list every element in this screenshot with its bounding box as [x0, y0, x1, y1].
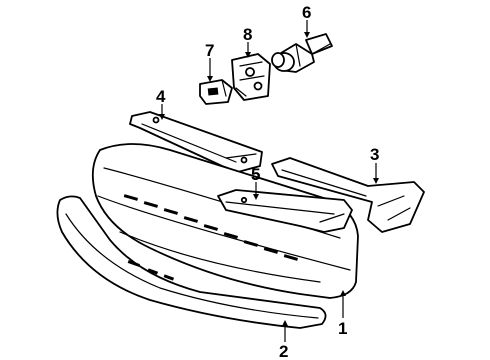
- part-3-end-guard: [271, 157, 425, 233]
- part-6-stud: [271, 33, 333, 73]
- callout-8: 8: [243, 25, 252, 44]
- part-1-bumper-cover: [91, 143, 359, 299]
- callout-5: 5: [251, 165, 260, 184]
- leader-lines: [159, 20, 379, 342]
- callout-6: 6: [302, 3, 311, 22]
- callout-4: 4: [156, 87, 166, 106]
- callout-7: 7: [205, 41, 214, 60]
- callout-3: 3: [370, 145, 379, 164]
- grille-slots: [123, 194, 299, 261]
- part-2-lower-valance: [56, 195, 327, 329]
- callout-2: 2: [279, 342, 288, 360]
- part-7-pad: [199, 79, 233, 105]
- part-5-reinforcement: [217, 189, 353, 233]
- part-8-bracket: [231, 53, 271, 101]
- callout-1: 1: [338, 319, 347, 338]
